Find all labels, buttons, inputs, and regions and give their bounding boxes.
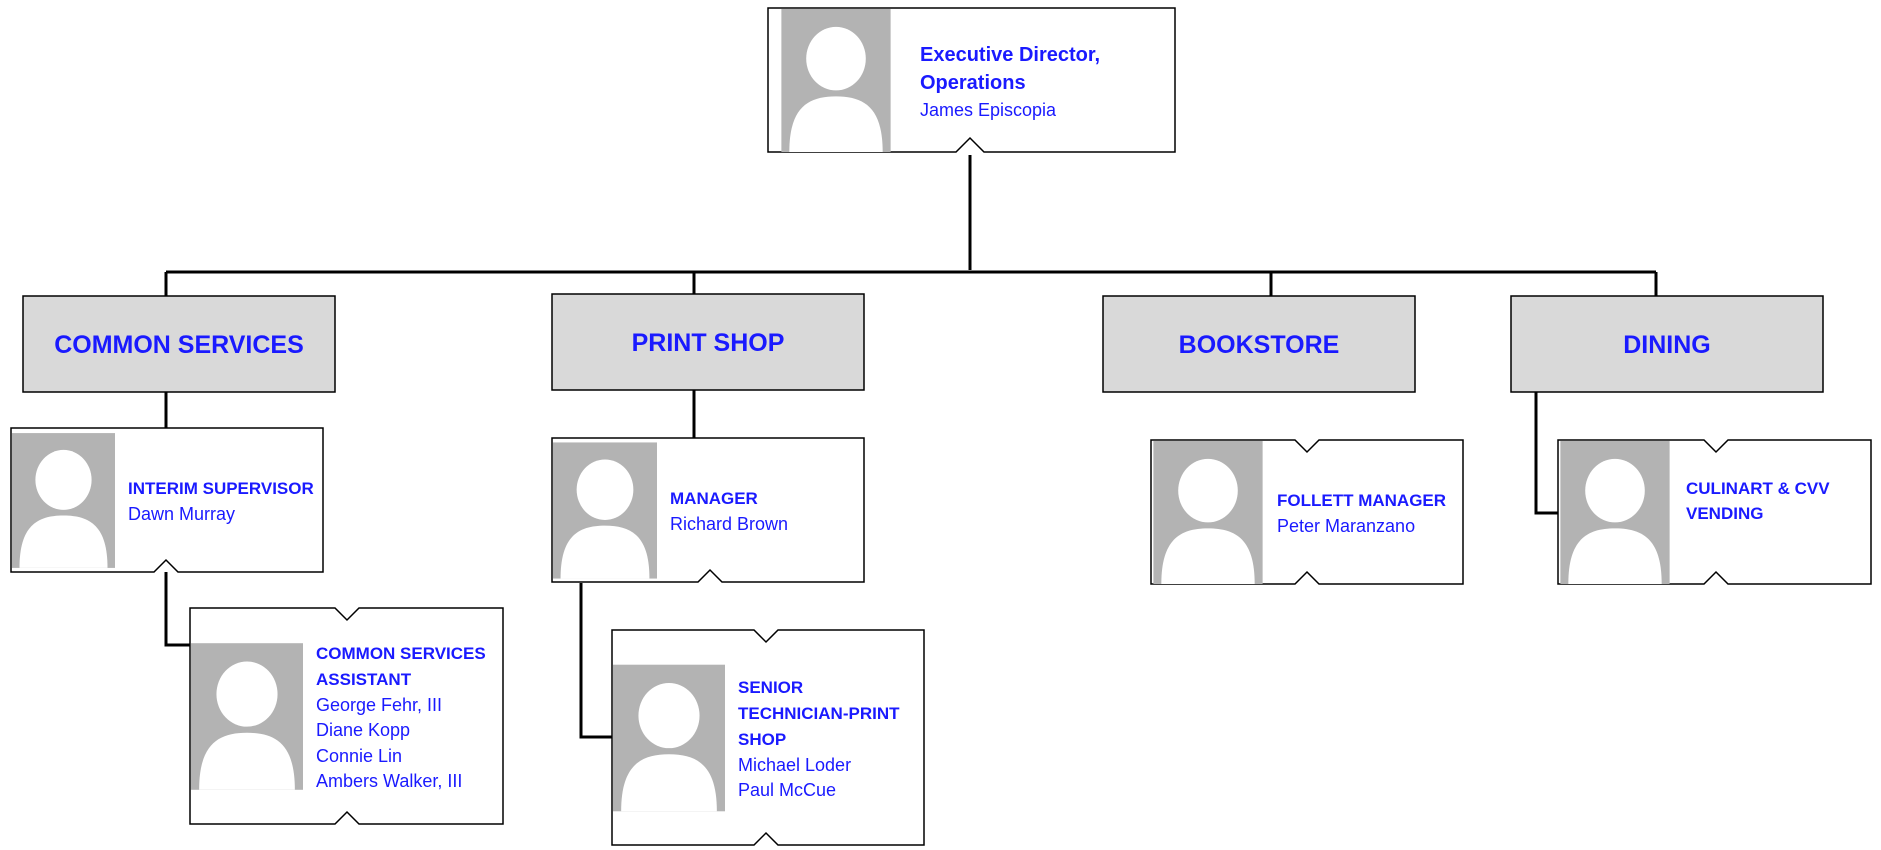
cs-assistant-name-3: Connie Lin <box>316 746 402 766</box>
dept-print-shop-label: PRINT SHOP <box>632 329 785 357</box>
manager-photo-icon <box>553 442 657 579</box>
senior-technician-title-line3: SHOP <box>738 730 786 749</box>
dept-bookstore: BOOKSTORE <box>1102 295 1416 393</box>
executive-name: James Episcopia <box>920 100 1057 120</box>
cs-assistant-name-1: George Fehr, III <box>316 695 442 715</box>
executive-photo-icon <box>781 9 891 152</box>
dept-print-shop: PRINT SHOP <box>551 293 865 391</box>
cs-assistant-name-4: Ambers Walker, III <box>316 771 462 791</box>
cs-assistant-title-line1: COMMON SERVICES <box>316 644 486 663</box>
executive-title-line2: Operations <box>920 72 1026 94</box>
card-follett-manager: FOLLETT MANAGER Peter Maranzano <box>1150 439 1464 585</box>
interim-supervisor-title: INTERIM SUPERVISOR <box>128 479 314 498</box>
executive-card: Executive Director, Operations James Epi… <box>767 7 1176 153</box>
cs-assistant-name-2: Diane Kopp <box>316 720 410 740</box>
connector-lines <box>164 155 1658 739</box>
follett-manager-name: Peter Maranzano <box>1277 516 1415 536</box>
senior-technician-photo-icon <box>613 664 725 812</box>
senior-technician-name-2: Paul McCue <box>738 780 836 800</box>
dept-dining-label: DINING <box>1623 331 1711 359</box>
cs-assistant-photo-icon <box>191 643 303 790</box>
manager-name: Richard Brown <box>670 514 788 534</box>
cs-assistant-title-line2: ASSISTANT <box>316 670 412 689</box>
senior-technician-title-line2: TECHNICIAN-PRINT <box>738 704 900 723</box>
card-common-services-assistant: COMMON SERVICES ASSISTANT George Fehr, I… <box>189 607 504 825</box>
follett-manager-title: FOLLETT MANAGER <box>1277 491 1446 510</box>
culinart-title-line2: VENDING <box>1686 504 1763 523</box>
follett-manager-photo-icon <box>1153 441 1263 584</box>
dept-dining: DINING <box>1510 295 1824 393</box>
card-manager: MANAGER Richard Brown <box>551 437 865 583</box>
card-interim-supervisor: INTERIM SUPERVISOR Dawn Murray <box>10 427 324 573</box>
dept-bookstore-label: BOOKSTORE <box>1179 331 1340 359</box>
senior-technician-name-1: Michael Loder <box>738 755 851 775</box>
manager-title: MANAGER <box>670 489 758 508</box>
dept-common-services: COMMON SERVICES <box>22 295 336 393</box>
dept-common-services-label: COMMON SERVICES <box>54 331 304 359</box>
interim-supervisor-photo-icon <box>12 433 115 568</box>
card-senior-technician: SENIOR TECHNICIAN-PRINT SHOP Michael Lod… <box>611 629 925 846</box>
culinart-title-line1: CULINART & CVV <box>1686 479 1830 498</box>
executive-title-line1: Executive Director, <box>920 44 1100 66</box>
interim-supervisor-name: Dawn Murray <box>128 504 235 524</box>
card-culinart: CULINART & CVV VENDING <box>1557 439 1872 585</box>
culinart-photo-icon <box>1560 441 1670 584</box>
senior-technician-title-line1: SENIOR <box>738 678 803 697</box>
